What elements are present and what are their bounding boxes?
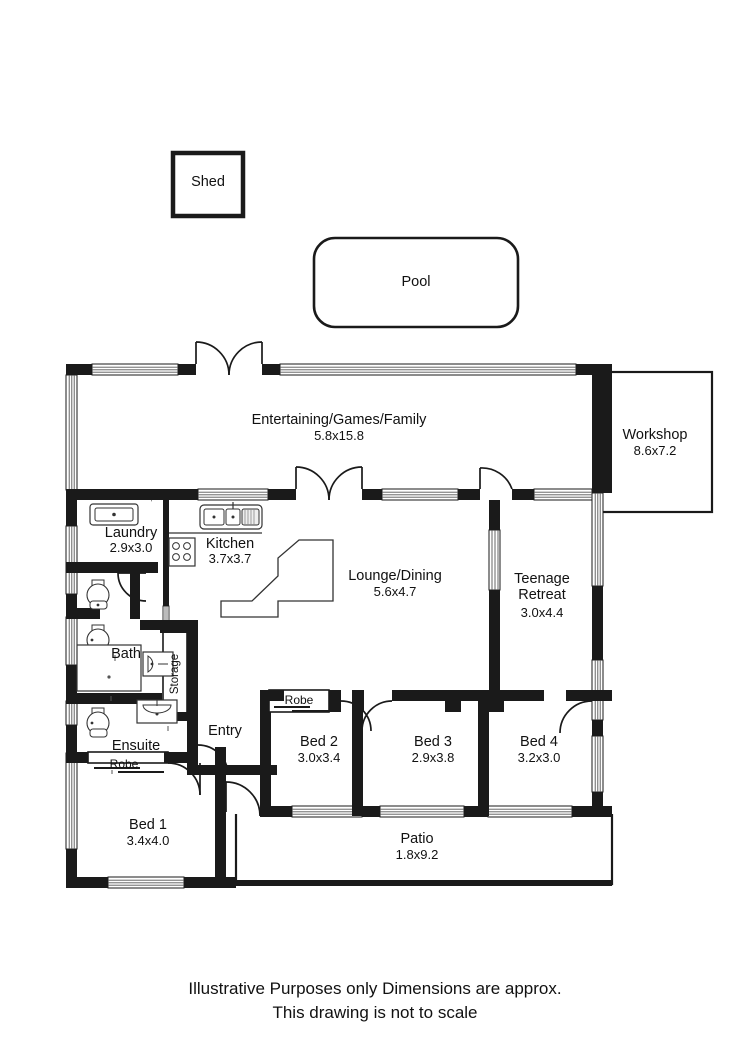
window-right-3 (591, 735, 604, 793)
window-top-2 (279, 363, 577, 376)
wall-left (65, 374, 78, 888)
entry-walls (260, 700, 271, 816)
wall-wc (66, 573, 140, 619)
kitchen-sink-icon (199, 502, 263, 530)
wall-bed2-bed3 (352, 700, 363, 816)
window-right-1 (591, 492, 604, 587)
window-left-5 (65, 752, 78, 850)
window-left-2 (65, 525, 78, 595)
window-lounge-top (381, 488, 459, 501)
wall-entertaining-bottom (66, 488, 593, 501)
wall-bath (66, 693, 162, 704)
cooktop-icon (168, 537, 196, 567)
wall-bed1-east (215, 747, 226, 888)
toilet-icon-1 (86, 579, 110, 610)
wall-laundry-kitchen (152, 489, 163, 533)
workshop-outline (596, 370, 714, 514)
shed-outline (170, 150, 246, 219)
wall-bed3-bed4 (478, 690, 489, 816)
window-bed1-bottom (107, 876, 185, 889)
caption-line-1: Illustrative Purposes only Dimensions ar… (188, 979, 562, 998)
basin-icon-bath (142, 651, 174, 677)
fixture-marks (110, 696, 169, 774)
window-bed2-bottom (291, 805, 363, 818)
door-bed1 (167, 762, 201, 796)
door-entertaining-lounge (295, 466, 363, 501)
door-retreat (479, 467, 513, 490)
basin-icon-ensuite (136, 699, 178, 724)
window-left-1 (65, 374, 78, 491)
door-entry-front (225, 781, 261, 817)
room-label-storage: Storage (169, 653, 181, 695)
shower-marker (114, 655, 116, 661)
window-top-1 (91, 363, 179, 376)
window-bed3-bottom (379, 805, 465, 818)
wall-top (66, 363, 612, 376)
window-kitchen-top (197, 488, 269, 501)
laundry-trough-icon (89, 503, 139, 526)
door-bed4 (559, 700, 593, 734)
wall-lounge-retreat (488, 500, 501, 690)
wall-ensuite-east (187, 720, 277, 775)
window-retreat-top (533, 488, 593, 501)
toilet-icon-3 (86, 707, 110, 738)
wall-bedrooms-bottom (260, 805, 612, 818)
wall-ensuite-bottom (66, 751, 188, 773)
door-top-double (195, 341, 263, 376)
wall-kitchen-west (162, 500, 170, 633)
pool-outline (312, 236, 520, 329)
caption-line-2: This drawing is not to scale (272, 1003, 478, 1022)
wall-hall-east (140, 620, 198, 720)
window-left-4 (65, 700, 78, 726)
wall-bed1-bottom (66, 876, 236, 889)
window-left-3 (65, 616, 78, 666)
door-entry-inner (197, 744, 229, 776)
island-bench-icon (220, 539, 334, 618)
wall-laundry-bottom (66, 562, 158, 573)
window-retreat-west (488, 529, 501, 591)
bathtub-icon (76, 644, 142, 692)
patio-outline (234, 814, 614, 886)
window-bed4-bottom (487, 805, 573, 818)
